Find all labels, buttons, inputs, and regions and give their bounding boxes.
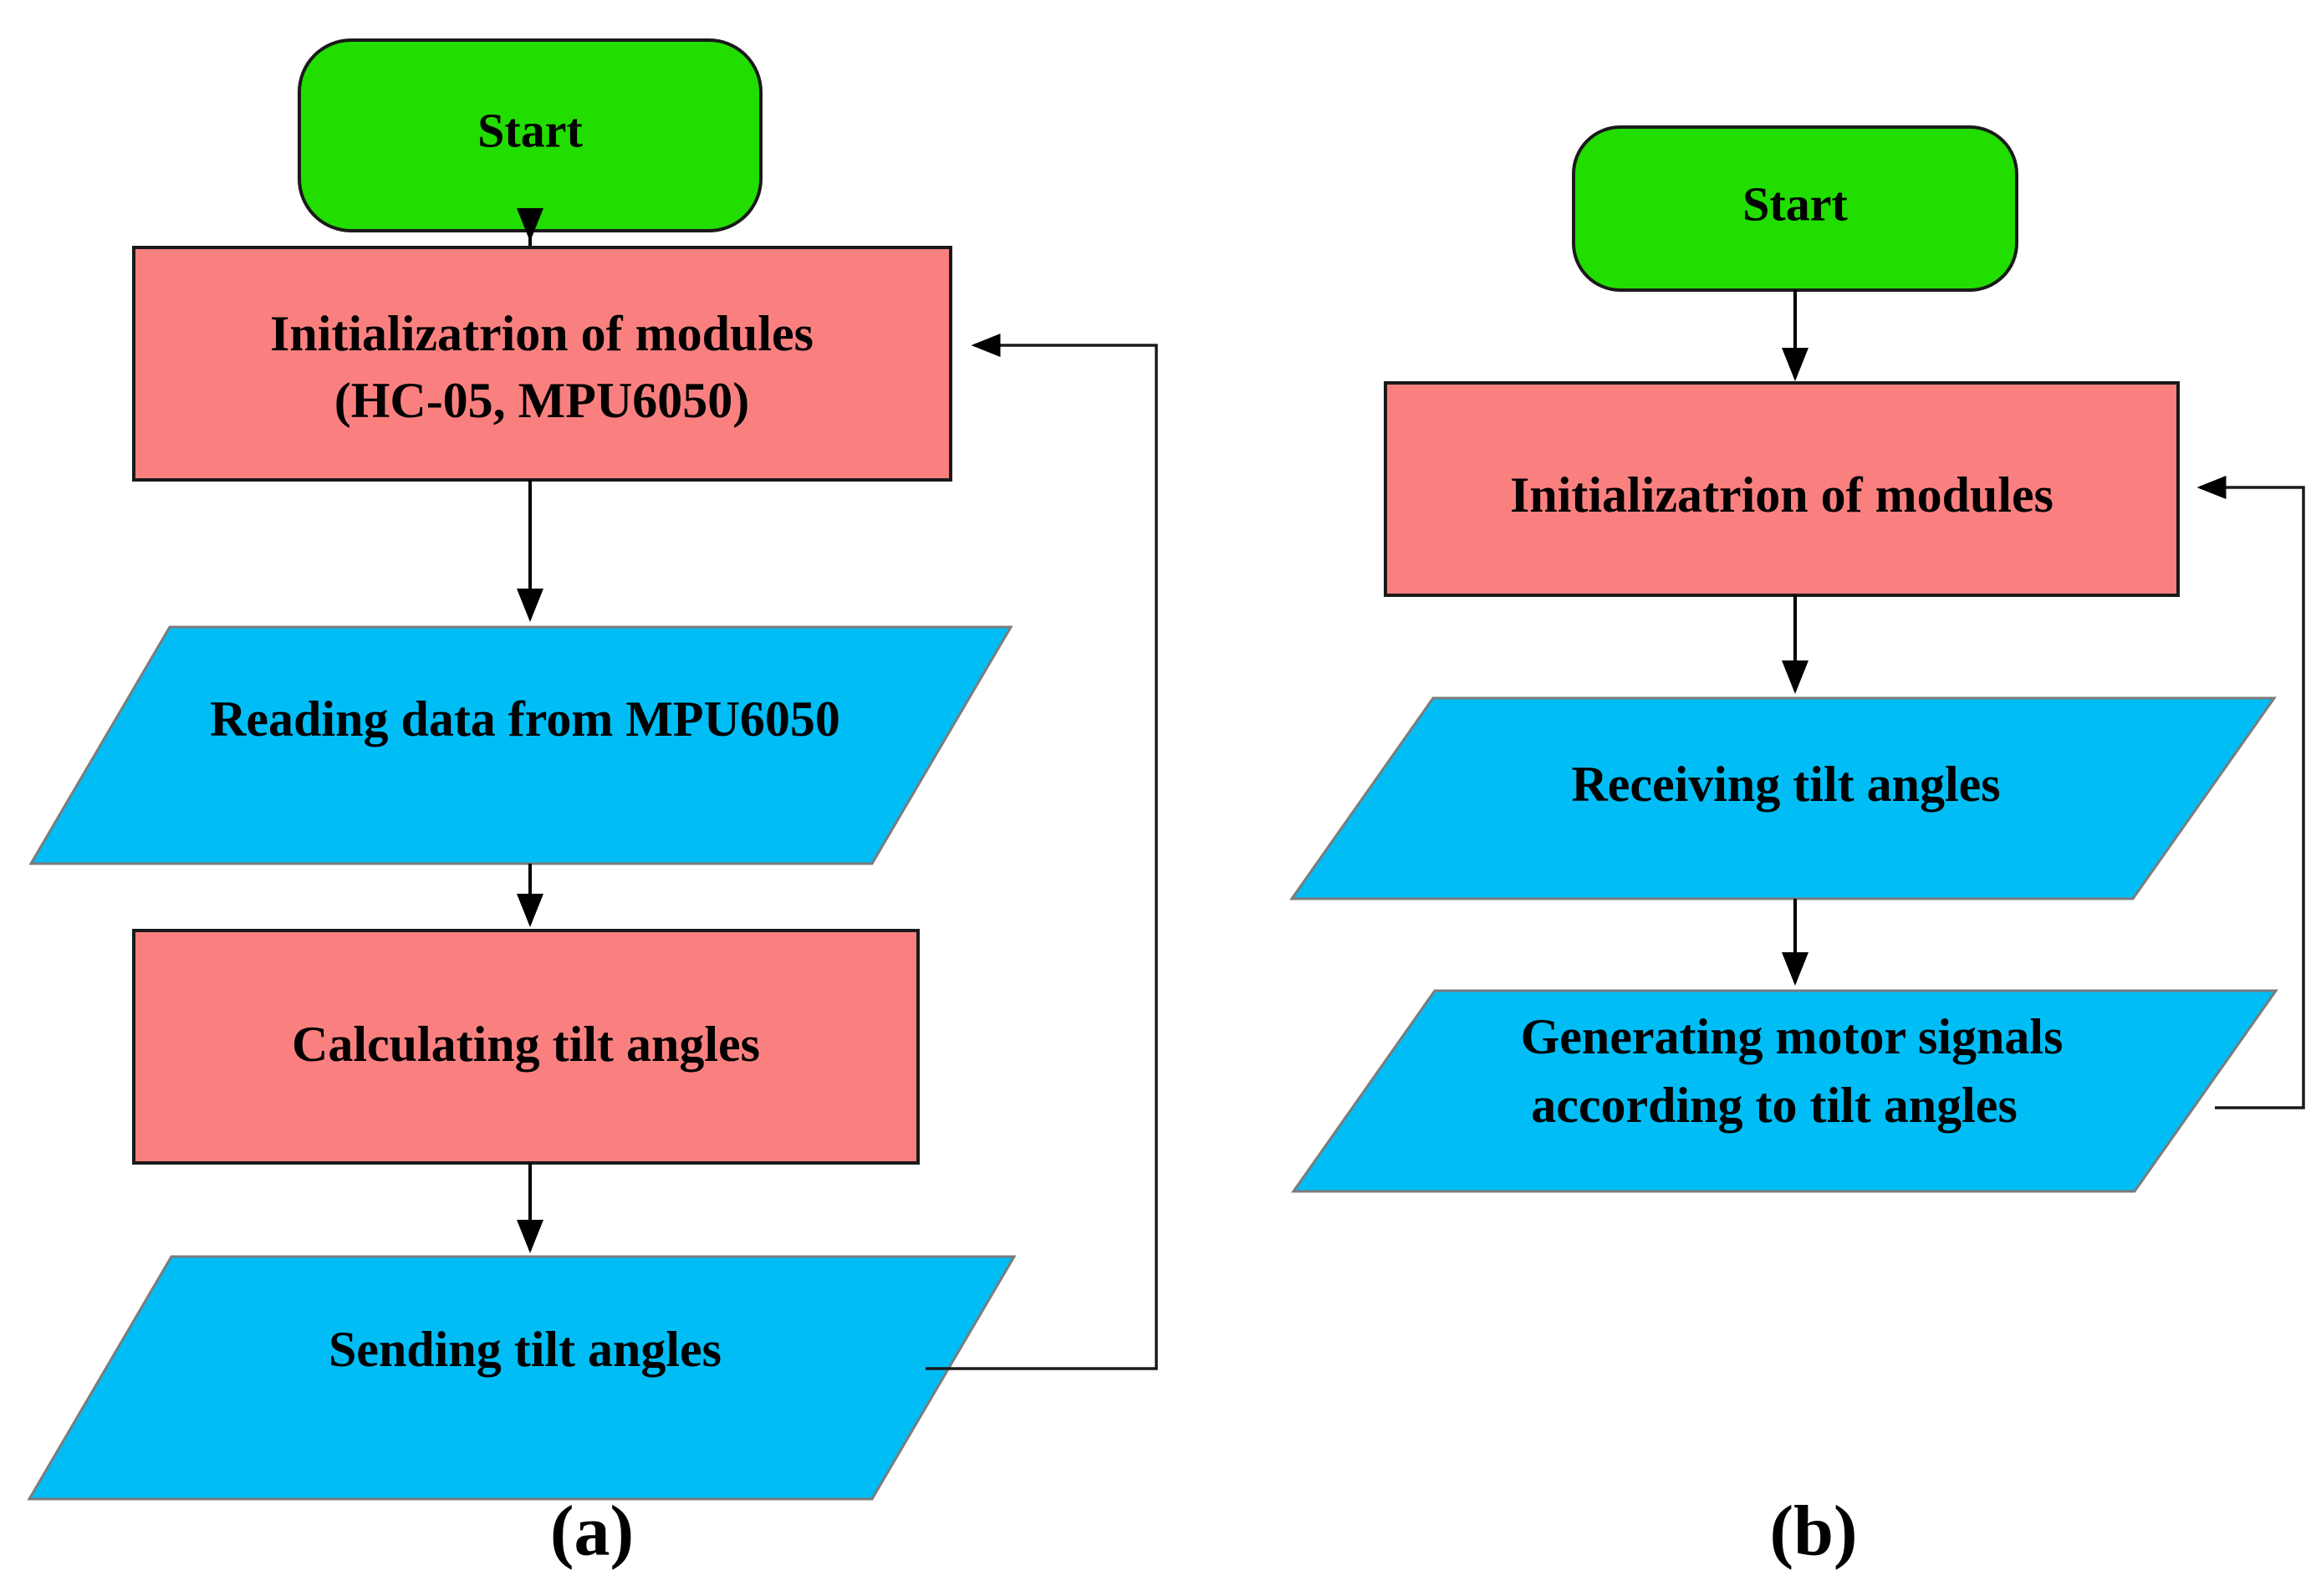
node-a-send[interactable]: Sending tilt angles [27, 1255, 1017, 1501]
node-a-init-label-line2: (HC-05, MPU6050) [334, 373, 750, 428]
edge-b-feedback-loop [2196, 476, 2305, 1109]
node-b-init[interactable]: Initializatrion of modules [1384, 381, 2180, 597]
node-a-start-label: Start [477, 103, 583, 157]
node-a-read-label: Reading data from MPU6050 [210, 691, 840, 747]
io-shape [27, 1255, 1017, 1501]
node-b-start[interactable]: Start [1572, 125, 2018, 292]
io-shape [1291, 989, 2278, 1193]
node-a-read[interactable]: Reading data from MPU6050 [28, 625, 1013, 865]
panel-b: Start Initializatrion of modules Receivi… [1289, 125, 2305, 1571]
process-shape [132, 246, 952, 482]
node-b-gen-label-line2: according to tilt angles [1531, 1078, 2018, 1133]
node-b-gen[interactable]: Generating motor signals according to ti… [1291, 989, 2278, 1193]
node-b-recv[interactable]: Receiving tilt angles [1289, 696, 2277, 900]
panel-b-caption: (b) [1769, 1491, 1857, 1571]
node-a-send-label: Sending tilt angles [329, 1322, 722, 1377]
io-shape [1289, 696, 2277, 900]
panel-a: Start Initializatrion of modules (HC-05,… [27, 38, 1158, 1571]
process-shape [1384, 381, 2180, 597]
node-a-init-label-line1: Initializatrion of modules [270, 306, 814, 361]
process-shape [132, 929, 920, 1165]
node-a-calc[interactable]: Calculating tilt angles [132, 929, 920, 1165]
node-a-calc-label: Calculating tilt angles [292, 1017, 760, 1072]
node-b-gen-label-line1: Generating motor signals [1521, 1009, 2064, 1064]
io-shape [28, 625, 1013, 865]
node-b-recv-label: Receiving tilt angles [1571, 757, 2000, 812]
node-a-init[interactable]: Initializatrion of modules (HC-05, MPU60… [132, 246, 952, 482]
edge-a-feedback-loop [926, 334, 1158, 1370]
node-b-init-label: Initializatrion of modules [1510, 467, 2053, 523]
node-a-start[interactable]: Start [298, 38, 763, 232]
node-b-start-label: Start [1742, 176, 1848, 231]
panel-a-caption: (a) [550, 1491, 634, 1571]
